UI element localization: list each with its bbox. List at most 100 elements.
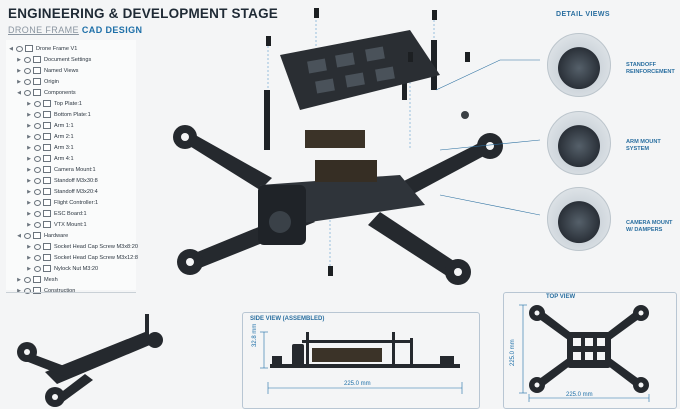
tree-item-label: Components (44, 89, 76, 96)
tree-item[interactable]: ▶ Construction (16, 285, 75, 296)
collapse-icon[interactable]: ◀ (9, 45, 13, 52)
expand-icon[interactable]: ▶ (27, 155, 31, 162)
detail-label-line: W/ DAMPERS (626, 227, 663, 233)
eye-icon[interactable] (34, 243, 41, 250)
folder-icon (33, 232, 41, 239)
expand-icon[interactable]: ▶ (27, 100, 31, 107)
expand-icon[interactable]: ▶ (27, 166, 31, 173)
assembled-frame (17, 314, 163, 407)
eye-icon[interactable] (34, 199, 41, 206)
divider (6, 292, 136, 293)
folder-icon (33, 67, 41, 74)
tree-item-label: Construction (44, 287, 76, 294)
component-icon (43, 199, 51, 206)
expand-icon[interactable]: ▶ (27, 144, 31, 151)
tree-root-label: Drone Frame V1 (36, 45, 78, 52)
tree-item[interactable]: ▶ Socket Head Cap Screw M3x8:20 (26, 241, 138, 252)
detail-view-arm-mount[interactable] (547, 111, 611, 175)
detail-label-line: ARM MOUNT (626, 139, 661, 145)
tree-item[interactable]: ▶Named Views (16, 65, 78, 76)
tree-item[interactable]: ▶Document Settings (16, 54, 91, 65)
expand-icon[interactable]: ▶ (27, 199, 31, 206)
eye-icon[interactable] (34, 254, 41, 261)
eye-icon[interactable] (24, 78, 31, 85)
eye-icon[interactable] (34, 122, 41, 129)
tree-item[interactable]: ▶Standoff M3x20:4 (26, 186, 98, 197)
expand-icon[interactable]: ▶ (17, 78, 21, 85)
tree-item[interactable]: ▶Arm 2:1 (26, 131, 74, 142)
tree-item[interactable]: ◀ Components (16, 87, 76, 98)
side-height-dimension: 32.8 mm (252, 323, 258, 347)
expand-icon[interactable]: ▶ (27, 188, 31, 195)
top-dim-lines (519, 304, 650, 402)
eye-icon[interactable] (34, 111, 41, 118)
detail-view-standoff[interactable] (547, 33, 611, 97)
eye-icon[interactable] (16, 45, 23, 52)
tree-item[interactable]: ▶Top Plate:1 (26, 98, 82, 109)
detail-view-camera-mount[interactable] (547, 187, 611, 251)
tree-item[interactable]: ▶Origin (16, 76, 59, 87)
eye-icon[interactable] (34, 155, 41, 162)
tree-item[interactable]: ▶Flight Controller:1 (26, 197, 98, 208)
subtitle-drone-frame: DRONE FRAME (8, 25, 79, 35)
side-view-title: SIDE VIEW (ASSEMBLED) (250, 316, 325, 322)
expand-icon[interactable]: ▶ (17, 287, 21, 294)
tree-item-label: Arm 3:1 (54, 144, 74, 151)
expand-icon[interactable]: ▶ (27, 122, 31, 129)
tree-item-label: Standoff M3x30:8 (54, 177, 98, 184)
eye-icon[interactable] (24, 232, 31, 239)
tree-item-label: Socket Head Cap Screw M3x8:20 (54, 243, 138, 250)
tree-item[interactable]: ▶Arm 4:1 (26, 153, 74, 164)
eye-icon[interactable] (34, 177, 41, 184)
side-width-dimension: 225.0 mm (344, 381, 371, 387)
tree-root[interactable]: ◀ Drone Frame V1 (8, 43, 77, 54)
component-icon (43, 111, 51, 118)
eye-icon[interactable] (24, 56, 31, 63)
expand-icon[interactable]: ▶ (27, 111, 31, 118)
tree-item[interactable]: ▶Nylock Nut M3:20 (26, 263, 98, 274)
tree-item[interactable]: ▶ Arm 3:1 (26, 142, 74, 153)
expand-icon[interactable]: ▶ (17, 67, 21, 74)
tree-item[interactable]: ▶Mesh (16, 274, 58, 285)
eye-icon[interactable] (34, 210, 41, 217)
folder-icon (33, 56, 41, 63)
eye-icon[interactable] (34, 100, 41, 107)
tree-item[interactable]: ▶ ESC Board:1 (26, 208, 87, 219)
expand-icon[interactable]: ▶ (17, 56, 21, 63)
tree-item[interactable]: ▶ Standoff M3x30:8 (26, 175, 98, 186)
expand-icon[interactable]: ▶ (27, 177, 31, 184)
expand-icon[interactable]: ▶ (27, 254, 31, 261)
eye-icon[interactable] (34, 188, 41, 195)
tree-item[interactable]: ▶Camera Mount:1 (26, 164, 96, 175)
tree-item[interactable]: ▶Socket Head Cap Screw M3x12:8 (26, 252, 138, 263)
eye-icon[interactable] (34, 265, 41, 272)
expand-icon[interactable]: ▶ (27, 133, 31, 140)
nylock-nut (461, 111, 469, 119)
eye-icon[interactable] (24, 287, 31, 294)
expand-icon[interactable]: ▶ (27, 243, 31, 250)
tree-item-label: ESC Board:1 (54, 210, 87, 217)
expand-icon[interactable]: ▶ (17, 276, 21, 283)
tree-item[interactable]: ◀Hardware (16, 230, 68, 241)
top-height-dimension: 225.0 mm (510, 339, 516, 366)
eye-icon[interactable] (24, 89, 31, 96)
top-view-drawing (519, 304, 650, 402)
expand-icon[interactable]: ▶ (27, 221, 31, 228)
eye-icon[interactable] (34, 133, 41, 140)
eye-icon[interactable] (34, 166, 41, 173)
eye-icon[interactable] (34, 144, 41, 151)
tree-item[interactable]: ▶VTX Mount:1 (26, 219, 87, 230)
eye-icon[interactable] (24, 67, 31, 74)
collapse-icon[interactable]: ◀ (17, 232, 21, 239)
expand-icon[interactable]: ▶ (27, 210, 31, 217)
tree-item[interactable]: ▶Bottom Plate:1 (26, 109, 91, 120)
assembled-drone-render[interactable] (5, 312, 185, 407)
tree-item[interactable]: ▶Arm 1:1 (26, 120, 74, 131)
eye-icon[interactable] (34, 221, 41, 228)
collapse-icon[interactable]: ◀ (17, 89, 21, 96)
eye-icon[interactable] (24, 276, 31, 283)
exploded-drone-render[interactable] (140, 0, 540, 300)
expand-icon[interactable]: ▶ (27, 265, 31, 272)
flight-controller (305, 130, 365, 148)
top-plate-cutouts (307, 46, 395, 94)
